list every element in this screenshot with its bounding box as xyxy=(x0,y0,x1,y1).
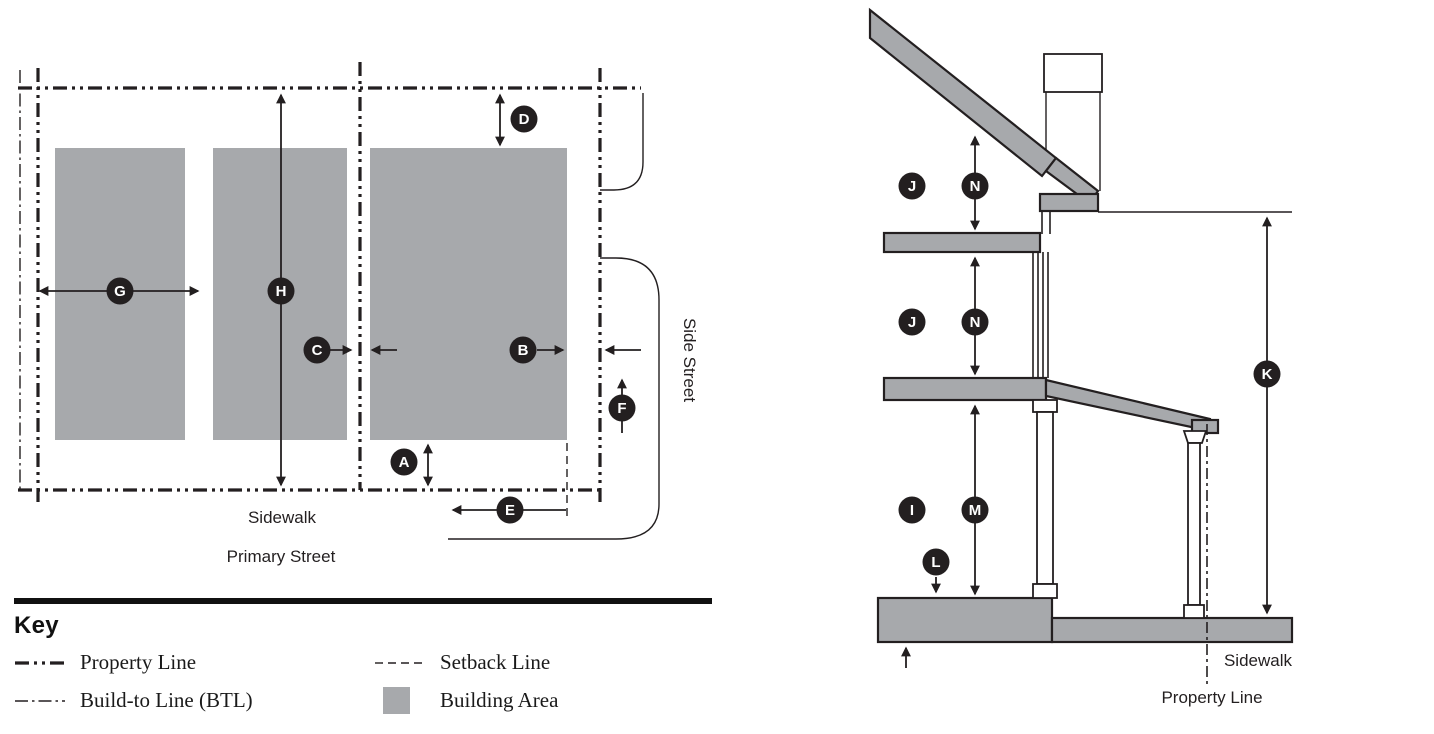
marker-n-middle: N xyxy=(961,308,989,336)
marker-h: H xyxy=(267,277,295,305)
porch-roof xyxy=(1044,378,1212,433)
marker-n-upper-letter: N xyxy=(970,178,981,195)
marker-f-letter: F xyxy=(617,400,626,417)
marker-j-upper: J xyxy=(898,172,926,200)
upper-ceiling-slab xyxy=(882,231,1042,254)
primary-street-label: Primary Street xyxy=(227,547,336,566)
key-item-building-area: Building Area xyxy=(374,687,712,714)
marker-c-letter: C xyxy=(312,342,323,359)
plan-view: G H D C B A F E Sidewalk xyxy=(18,62,699,566)
column-capital xyxy=(1032,399,1058,413)
marker-m: M xyxy=(961,496,989,524)
key-item-property-line: Property Line xyxy=(14,650,374,675)
marker-n-upper: N xyxy=(961,172,989,200)
key-item-label-setback-line: Setback Line xyxy=(440,650,551,674)
marker-l-letter: L xyxy=(931,554,940,571)
building-area-3 xyxy=(370,148,567,440)
property-line-sample xyxy=(14,651,66,675)
key-item-label-build-to-line: Build-to Line (BTL) xyxy=(80,688,253,712)
marker-k: K xyxy=(1253,360,1281,388)
marker-m-letter: M xyxy=(969,502,982,519)
marker-j-middle: J xyxy=(898,308,926,336)
key-item-build-to-line: Build-to Line (BTL) xyxy=(14,687,374,714)
marker-i-letter: I xyxy=(910,502,914,519)
marker-l: L xyxy=(922,548,950,576)
key-panel: Key Property Line Setback Line Build-to … xyxy=(14,598,712,714)
marker-b-letter: B xyxy=(518,342,529,359)
marker-d-letter: D xyxy=(519,111,530,128)
marker-b: B xyxy=(509,336,537,364)
marker-j-upper-letter: J xyxy=(908,178,916,195)
building-area-sample xyxy=(374,687,426,714)
marker-c: C xyxy=(303,336,331,364)
marker-a-letter: A xyxy=(399,454,410,471)
key-item-label-property-line: Property Line xyxy=(80,650,197,674)
section-sidewalk-label: Sidewalk xyxy=(1224,651,1293,670)
window-wall xyxy=(1032,252,1049,378)
building-section: J N J N I M K L Sidewalk xyxy=(868,7,1294,707)
key-divider xyxy=(14,598,712,604)
key-item-setback-line: Setback Line xyxy=(374,650,712,675)
section-property-line-label: Property Line xyxy=(1161,688,1262,707)
curb-corner xyxy=(448,257,660,540)
setback-line-sample xyxy=(374,651,426,675)
key-grid: Property Line Setback Line Build-to Line… xyxy=(14,650,712,714)
marker-k-letter: K xyxy=(1262,366,1273,383)
column-shaft xyxy=(1036,411,1054,585)
marker-i: I xyxy=(898,496,926,524)
marker-j-middle-letter: J xyxy=(908,314,916,331)
marker-g: G xyxy=(106,277,134,305)
column-base xyxy=(1032,583,1058,599)
sidewalk-slab xyxy=(1050,616,1294,644)
curb-top-right xyxy=(600,93,644,191)
marker-a: A xyxy=(390,448,418,476)
roof xyxy=(868,7,1058,178)
porch-post-base xyxy=(1183,604,1205,619)
marker-n-middle-letter: N xyxy=(970,314,981,331)
build-to-line-sample xyxy=(14,689,66,713)
marker-d: D xyxy=(510,105,538,133)
marker-e: E xyxy=(496,496,524,524)
porch-post xyxy=(1187,442,1201,606)
key-item-label-building-area: Building Area xyxy=(440,688,559,712)
sidewalk-label: Sidewalk xyxy=(248,508,317,527)
chimney xyxy=(1043,53,1103,93)
marker-f: F xyxy=(608,394,636,422)
marker-h-letter: H xyxy=(276,283,287,300)
side-street-label: Side Street xyxy=(680,318,699,402)
cornice xyxy=(1038,192,1100,213)
key-title: Key xyxy=(14,612,59,639)
marker-e-letter: E xyxy=(505,502,515,519)
marker-g-letter: G xyxy=(114,283,126,300)
porch-post-capital xyxy=(1182,430,1208,444)
second-floor-slab xyxy=(882,376,1048,402)
floor-slab xyxy=(876,596,1054,644)
